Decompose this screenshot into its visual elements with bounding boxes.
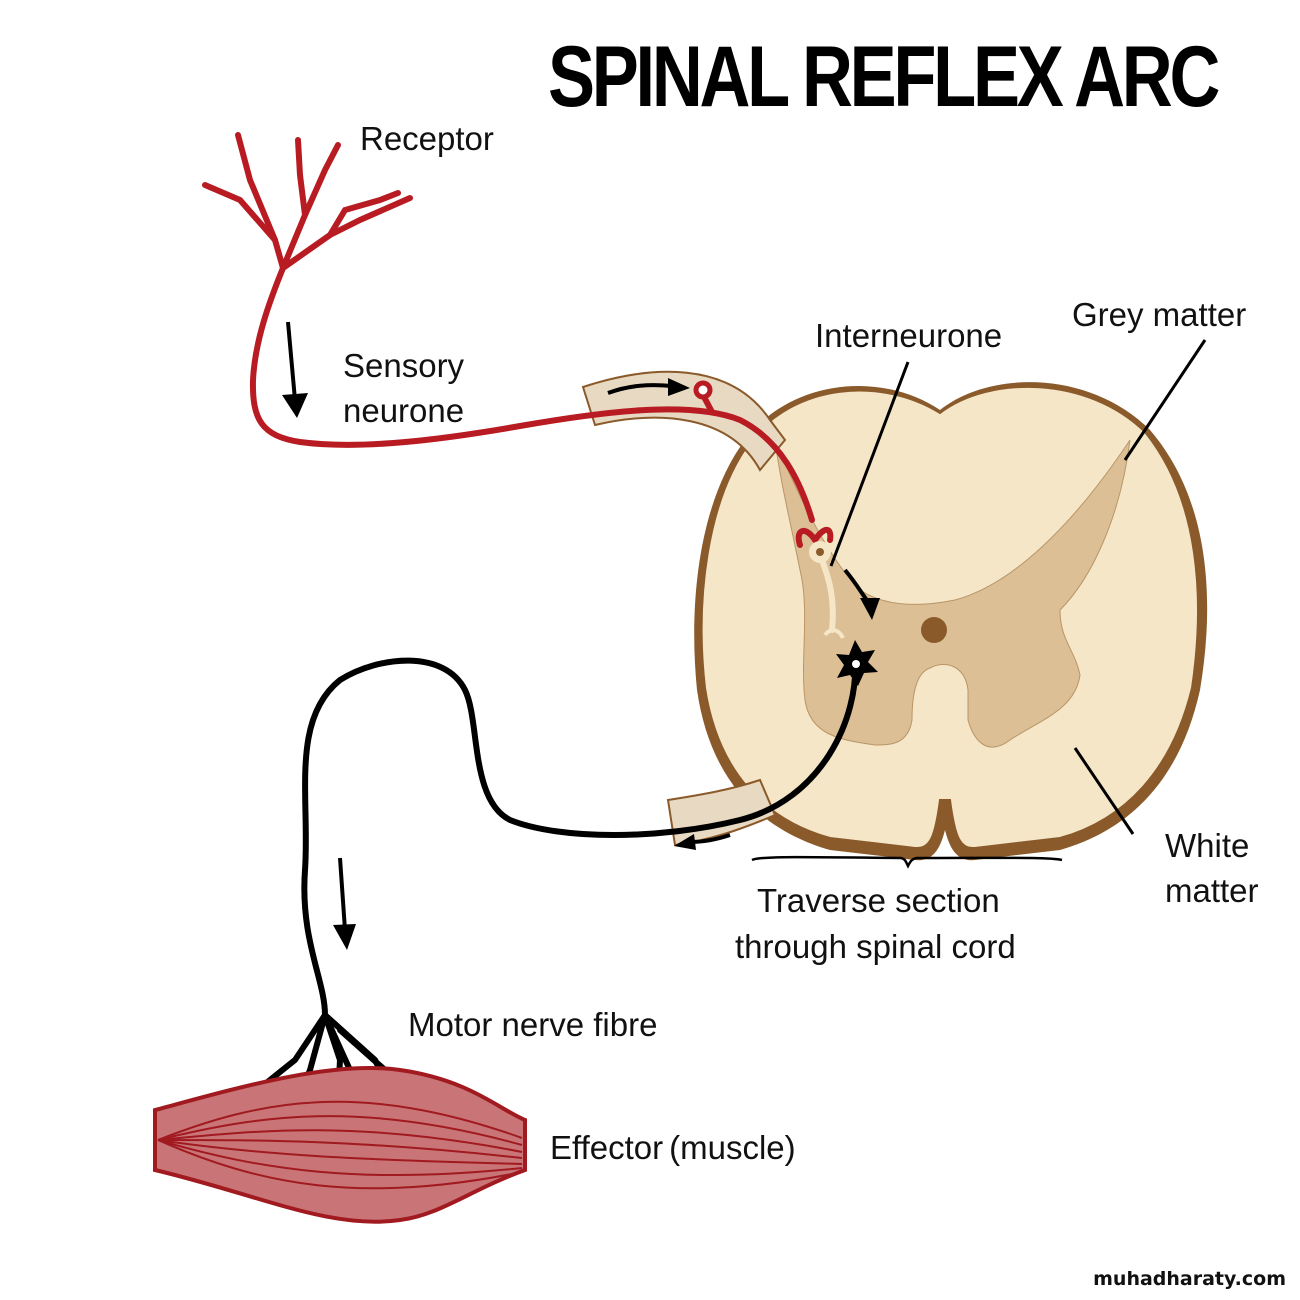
leader-lines — [829, 339, 1207, 835]
label-white-line1: White — [1165, 827, 1250, 864]
label-section-line1: Traverse section — [757, 882, 1000, 919]
central-canal — [921, 617, 947, 643]
label-sensory-line1: Sensory — [343, 347, 465, 384]
label-sensory-line2: neurone — [343, 392, 465, 429]
label-effector-main: Effector — [550, 1129, 664, 1166]
arrow-icons — [282, 321, 880, 950]
label-receptor: Receptor — [360, 120, 494, 157]
section-brace — [751, 855, 1063, 869]
label-effector-note: (muscle) — [669, 1129, 796, 1166]
label-grey-matter: Grey matter — [1072, 296, 1247, 333]
label-section-line2: through spinal cord — [735, 928, 1016, 965]
sensory-cell-body — [693, 380, 713, 400]
diagram-title: SPINAL REFLEX ARC — [548, 29, 1220, 125]
arrow-down-icon — [286, 321, 297, 401]
label-motor: Motor nerve fibre — [408, 1006, 658, 1043]
site-credit: muhadharaty.com — [1093, 1268, 1286, 1290]
label-white-line2: matter — [1165, 872, 1259, 909]
label-effector: Effector(muscle) — [550, 1127, 796, 1170]
label-interneurone: Interneurone — [815, 317, 1003, 354]
interneurone — [809, 541, 845, 640]
arrow-right-icon — [607, 383, 673, 395]
motor-nucleus — [852, 660, 860, 668]
arrow-down-icon — [338, 857, 347, 931]
dorsal-root — [581, 370, 787, 472]
effector-muscle — [153, 1066, 527, 1224]
sensory-neurone — [202, 132, 834, 548]
